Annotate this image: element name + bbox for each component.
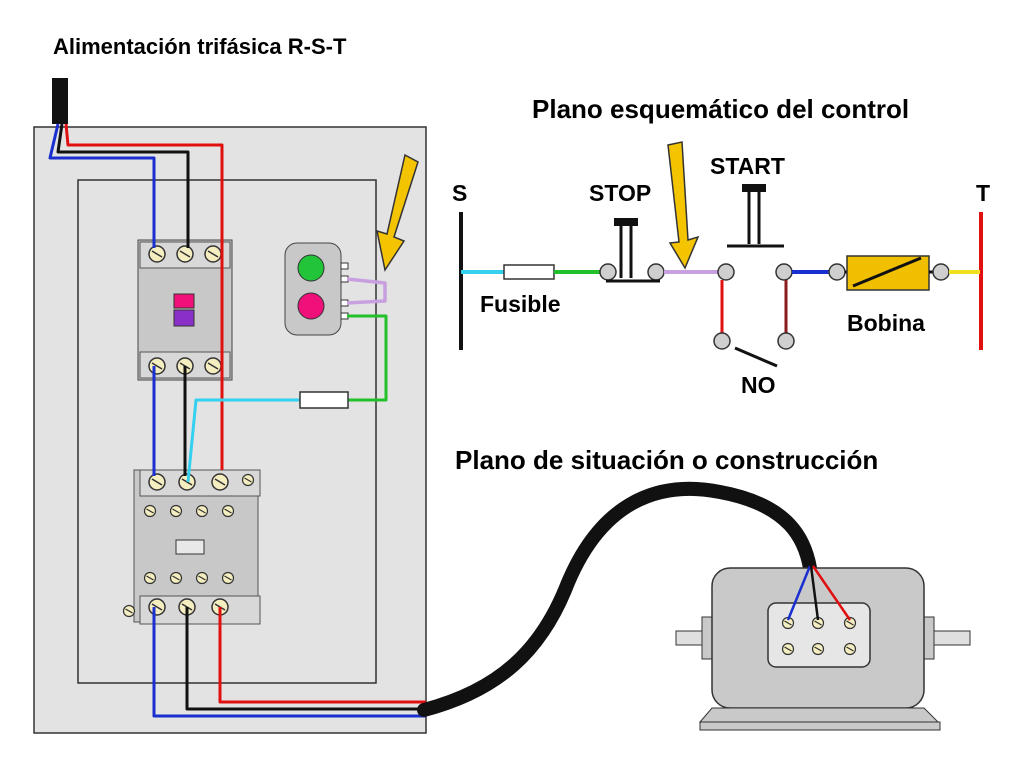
construction-plan-title: Plano de situación o construcción <box>455 445 879 475</box>
motor-cable <box>417 481 817 717</box>
breaker-handle-on <box>173 293 195 309</box>
label-s: S <box>452 180 468 206</box>
breaker-handle-off <box>173 309 195 327</box>
supply-cable <box>52 78 68 124</box>
panel-fuse <box>299 391 349 409</box>
motor-terminal-box <box>767 602 871 668</box>
label-t: T <box>976 180 991 206</box>
contactor <box>122 469 261 625</box>
label-no: NO <box>741 372 776 398</box>
arrow-to-schematic <box>667 141 700 270</box>
stop-button-red <box>297 292 325 320</box>
no-contact-blade <box>734 346 778 368</box>
schematic-fuse <box>503 264 555 280</box>
supply-title: Alimentación trifásica R-S-T <box>53 34 347 59</box>
wire-motor-black <box>185 607 426 711</box>
wire-phase-r-red <box>64 123 224 470</box>
circuit-breaker <box>137 239 233 381</box>
label-start: START <box>710 153 785 179</box>
wire-phase-s-blue <box>48 123 156 248</box>
control-schematic-title: Plano esquemático del control <box>532 94 910 124</box>
wire-motor-red <box>218 607 426 704</box>
label-stop: STOP <box>589 180 652 206</box>
start-button-green <box>297 254 325 282</box>
wire-green-control <box>347 314 388 402</box>
pushbutton-station <box>284 242 349 336</box>
arrow-to-pushbuttons <box>376 153 419 272</box>
control-schematic <box>459 141 983 368</box>
label-coil: Bobina <box>847 310 925 336</box>
wire-lilac-bridge <box>346 277 387 305</box>
motor <box>675 565 971 731</box>
label-fuse: Fusible <box>480 291 561 317</box>
stop-pushbutton-symbol <box>606 218 660 283</box>
wire-motor-blue <box>152 607 426 718</box>
start-pushbutton-symbol <box>727 184 784 248</box>
wire-phase-t-black <box>56 123 190 248</box>
coil-symbol <box>846 255 930 291</box>
wire-cyan-control <box>186 398 300 483</box>
